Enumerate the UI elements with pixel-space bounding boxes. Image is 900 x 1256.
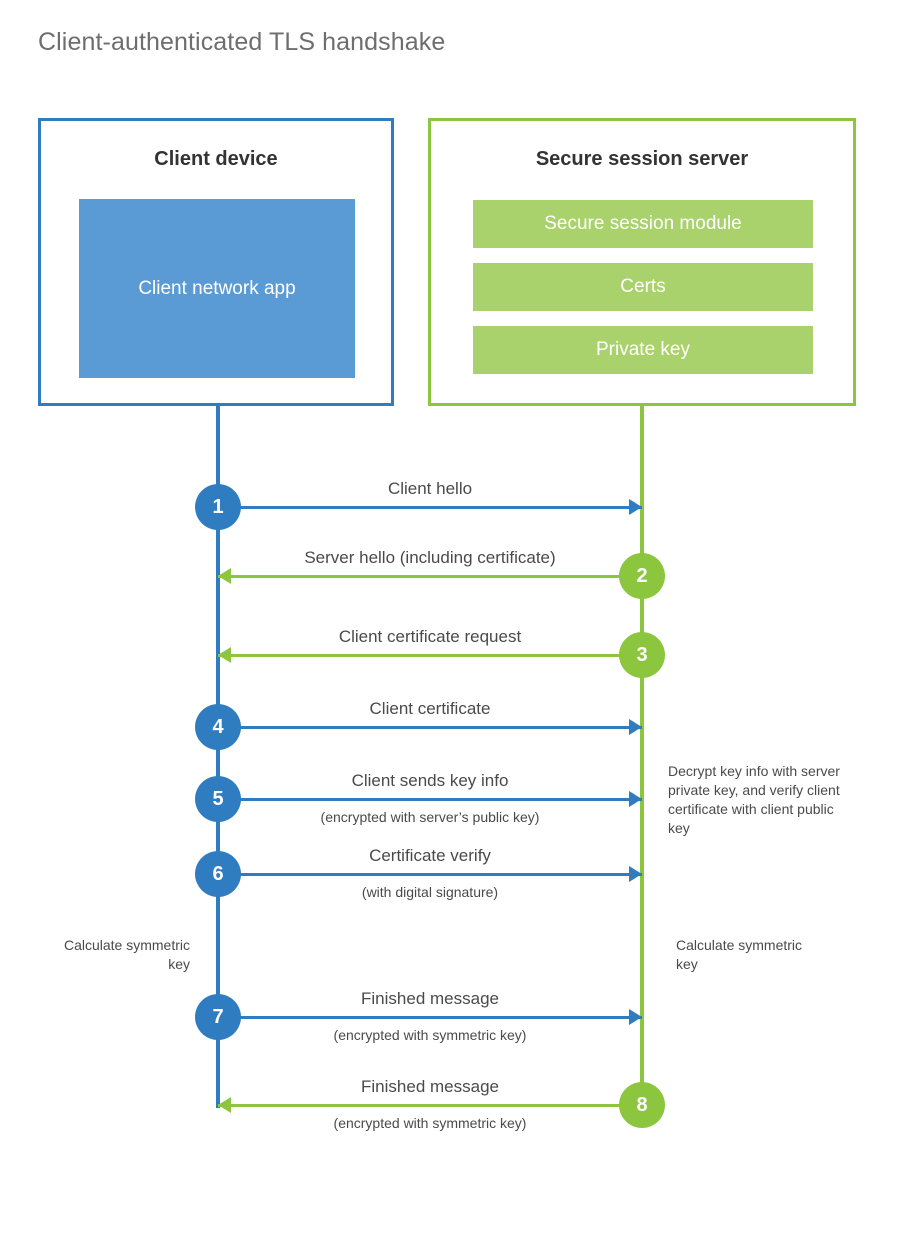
arrow-label-step-1: Client hello (387, 479, 473, 498)
arrow-label-step-3: Client certificate request (338, 627, 522, 646)
client-lifeline (216, 405, 220, 1108)
arrow-label-step-8: Finished message (361, 1077, 499, 1096)
arrow-sublabel-step-6: (with digital signature) (361, 884, 499, 900)
arrow-line-step-8 (218, 1104, 642, 1107)
page-title: Client-authenticated TLS handshake (38, 28, 446, 56)
server-component-certs: Certs (473, 263, 813, 311)
step-circle-3[interactable]: 3 (619, 632, 665, 678)
client-device-box: Client device Client network app (38, 118, 394, 406)
arrow-head-step-7 (629, 1009, 642, 1025)
arrow-sublabel-step-5: (encrypted with server’s public key) (320, 809, 540, 825)
arrow-sublabel-step-8: (encrypted with symmetric key) (333, 1115, 527, 1131)
step-circle-6[interactable]: 6 (195, 851, 241, 897)
arrow-line-step-2 (218, 575, 642, 578)
secure-session-server-title: Secure session server (535, 148, 749, 170)
arrow-label-step-7: Finished message (361, 989, 499, 1008)
arrow-line-step-1 (218, 506, 642, 509)
arrow-line-step-4 (218, 726, 642, 729)
arrow-head-step-5 (629, 791, 642, 807)
step-circle-5[interactable]: 5 (195, 776, 241, 822)
note-client-calculate-symmetric-key: Calculate symmetric key (63, 937, 190, 972)
server-component-private-key: Private key (473, 326, 813, 374)
arrow-head-step-3 (218, 647, 231, 663)
step-circle-2[interactable]: 2 (619, 553, 665, 599)
client-network-app-block: Client network app (79, 199, 355, 378)
arrow-sublabel-step-7: (encrypted with symmetric key) (333, 1027, 527, 1043)
arrow-line-step-6 (218, 873, 642, 876)
step-circle-4[interactable]: 4 (195, 704, 241, 750)
server-lifeline (640, 405, 644, 1105)
note-server-calculate-symmetric-key: Calculate symmetric key (676, 937, 803, 972)
arrow-label-step-5: Client sends key info (351, 771, 509, 790)
arrow-label-step-6: Certificate verify (369, 846, 491, 865)
arrow-label-step-2: Server hello (including certificate) (304, 548, 556, 567)
step-circle-1[interactable]: 1 (195, 484, 241, 530)
client-device-title: Client device (154, 148, 278, 170)
arrow-label-step-4: Client certificate (369, 699, 491, 718)
arrow-line-step-7 (218, 1016, 642, 1019)
arrow-head-step-4 (629, 719, 642, 735)
arrow-head-step-6 (629, 866, 642, 882)
arrow-head-step-2 (218, 568, 231, 584)
secure-session-server-box: Secure session server Secure session mod… (428, 118, 856, 406)
arrow-line-step-5 (218, 798, 642, 801)
arrow-head-step-1 (629, 499, 642, 515)
arrow-line-step-3 (218, 654, 642, 657)
step-circle-8[interactable]: 8 (619, 1082, 665, 1128)
step-circle-7[interactable]: 7 (195, 994, 241, 1040)
server-component-secure-session-module: Secure session module (473, 200, 813, 248)
note-server-decrypt-key-info: Decrypt key info with server private key… (668, 763, 840, 836)
arrow-head-step-8 (218, 1097, 231, 1113)
